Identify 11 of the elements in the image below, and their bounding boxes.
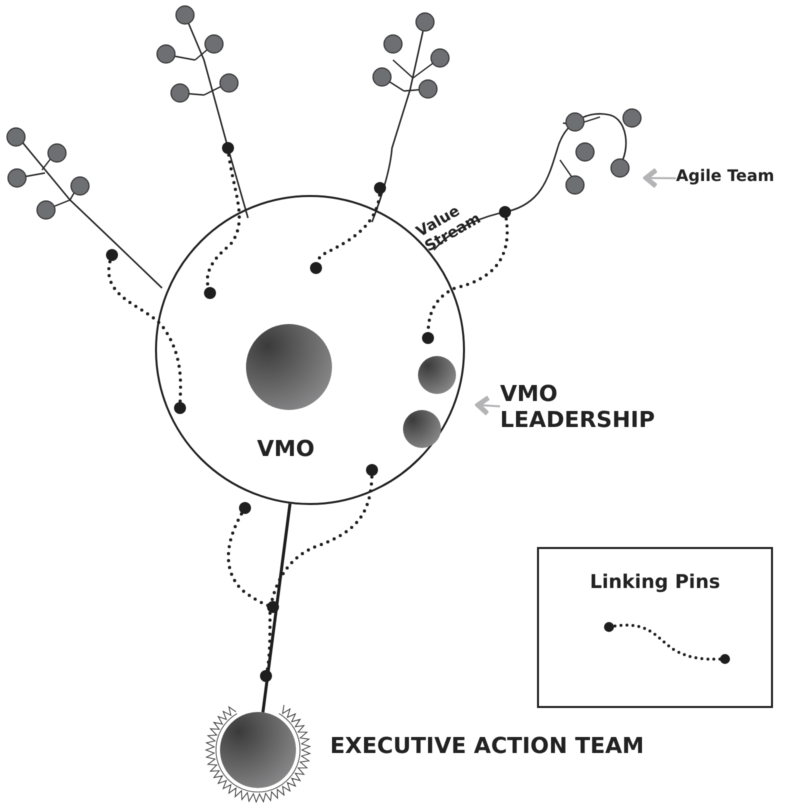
pointer-arrow bbox=[644, 168, 676, 189]
node-caption: EXECUTIVE ACTION TEAM bbox=[330, 734, 644, 759]
connector-line bbox=[261, 504, 292, 712]
team-label: Agile Team bbox=[676, 166, 798, 186]
legend-title: Linking Pins bbox=[588, 571, 722, 593]
node-title: VMO bbox=[257, 437, 315, 462]
leadership-label: VMO LEADERSHIP bbox=[500, 382, 670, 435]
executive-circle bbox=[220, 712, 296, 788]
leader-circle bbox=[418, 356, 456, 394]
pointer-arrow bbox=[476, 395, 500, 416]
leader-circle bbox=[403, 410, 441, 448]
